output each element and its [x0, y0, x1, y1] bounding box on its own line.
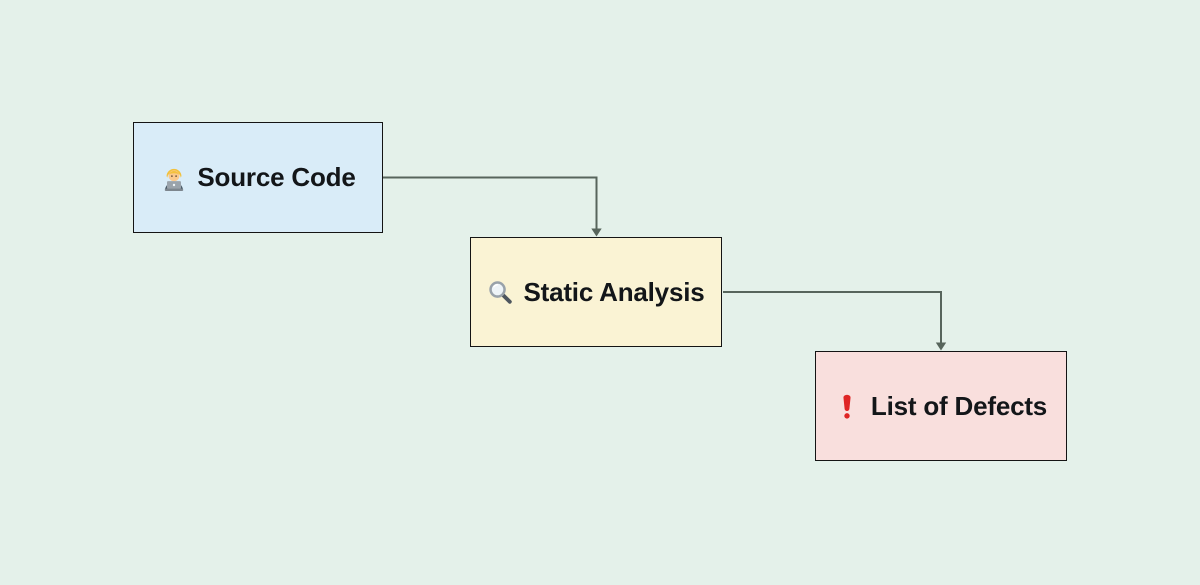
node-list-of-defects: List of Defects [815, 351, 1067, 461]
arrowhead-down-icon [591, 228, 602, 237]
node-static-analysis: Static Analysis [470, 237, 722, 347]
node-source-code: Source Code [133, 122, 383, 233]
node-label: Static Analysis [523, 276, 705, 307]
arrowhead-down-icon [935, 342, 947, 351]
magnifying-glass-icon [487, 279, 514, 306]
red-exclamation-icon [835, 393, 859, 420]
node-label: List of Defects [870, 390, 1048, 421]
technologist-icon [160, 164, 188, 192]
node-label: Source Code [197, 162, 356, 192]
connector-source-to-analysis [383, 176, 602, 237]
connector-analysis-to-defects [723, 291, 947, 351]
